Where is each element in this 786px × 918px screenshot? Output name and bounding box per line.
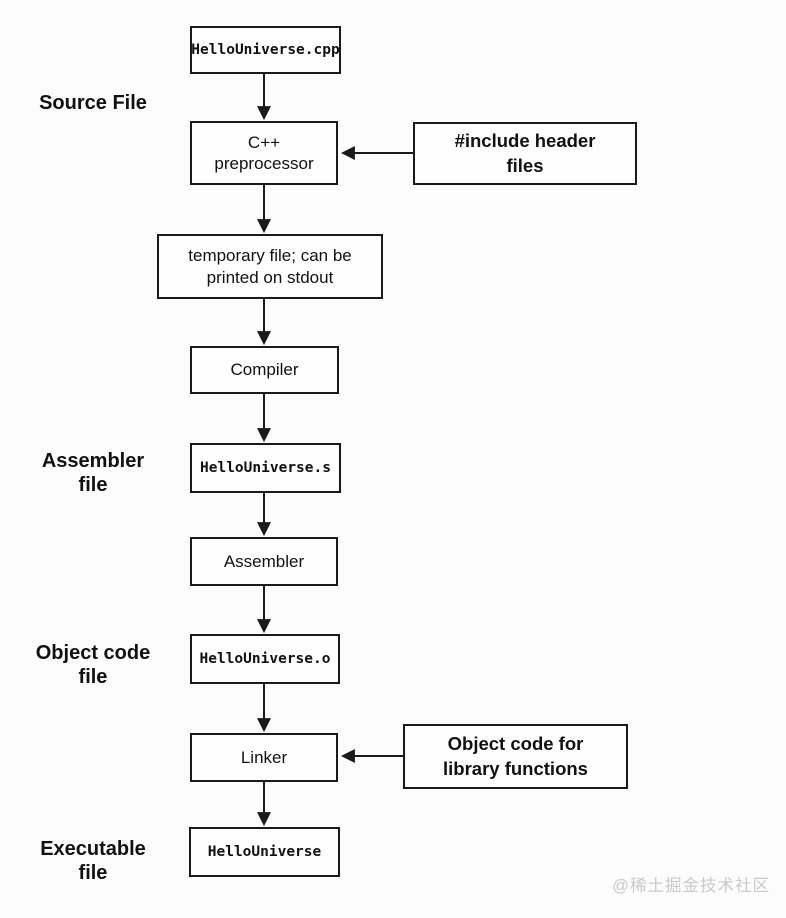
node-executable-file-box: HelloUniverse [189, 827, 340, 877]
node-linker-box: Linker [190, 733, 338, 782]
node-preprocessor-box: C++ preprocessor [190, 121, 338, 185]
node-assembler-box: Assembler [190, 537, 338, 586]
watermark-text: @稀土掘金技术社区 [612, 877, 770, 895]
callout-library-objects: Object code for library functions [403, 724, 628, 789]
node-assembly-file-box: HelloUniverse.s [190, 443, 341, 493]
node-source-file-box: HelloUniverse.cpp [190, 26, 341, 74]
side-label-source-file: Source File [39, 92, 147, 114]
side-label-object-code-file: Object code file [35, 642, 151, 688]
side-label-executable-file: Executable file [40, 838, 146, 884]
node-temp-file-box: temporary file; can be printed on stdout [157, 234, 383, 299]
node-object-file-box: HelloUniverse.o [190, 634, 340, 684]
callout-include-headers: #include header files [413, 122, 637, 185]
node-compiler-box: Compiler [190, 346, 339, 394]
side-label-assembler-file: Assembler file [41, 450, 145, 496]
